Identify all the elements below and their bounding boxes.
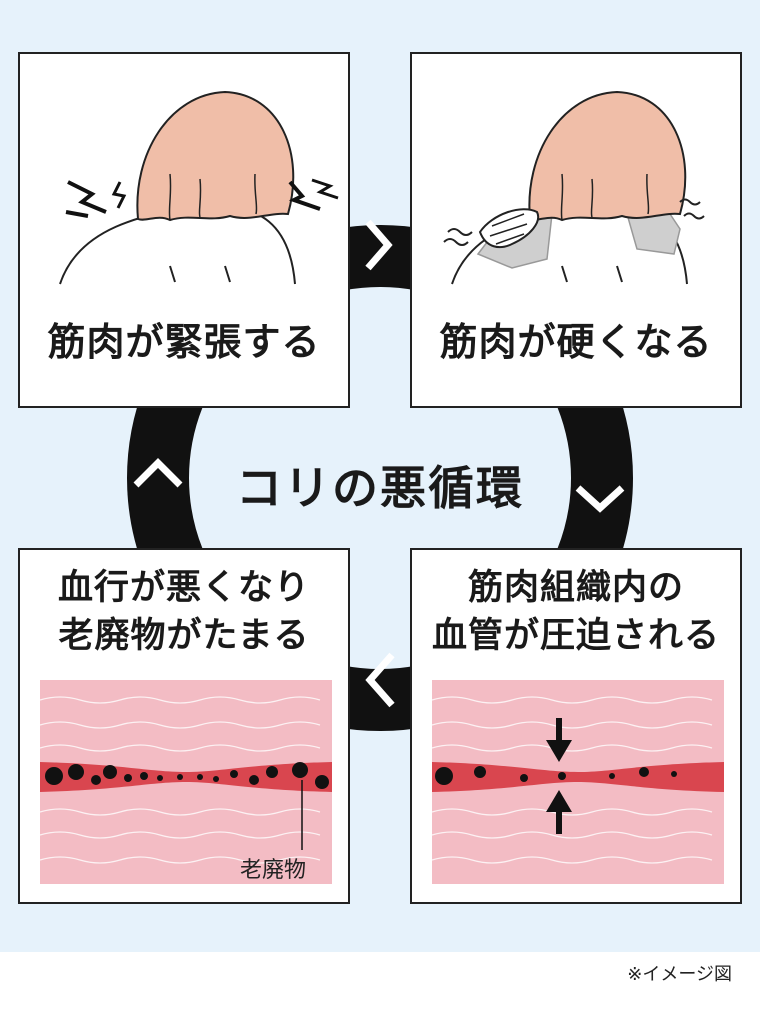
panel-muscle-stiffen: 筋肉が硬くなる: [410, 52, 742, 408]
panel-muscle-tension: 筋肉が緊張する: [18, 52, 350, 408]
footer-note: ※イメージ図: [627, 964, 732, 985]
panel-label-line1: 筋肉組織内の: [467, 568, 684, 608]
panel-waste-buildup: 血行が悪くなり 老廃物がたまる 老廃物: [18, 548, 350, 904]
vibration-icon: [443, 228, 473, 246]
vibration-icon: [679, 198, 705, 220]
waste-vessel-illustration: [39, 680, 332, 884]
lightning-icon: [65, 180, 127, 218]
panel-label: 筋肉が緊張する: [47, 320, 321, 364]
panel-label-line1: 血行が悪くなり: [57, 568, 310, 608]
panel-label-line2: 老廃物がたまる: [58, 616, 310, 656]
stiff-illustration: [443, 90, 705, 285]
panel-label-line2: 血管が圧迫される: [431, 616, 720, 656]
compress-arrows-icon: [546, 718, 572, 834]
cycle-title: コリの悪循環: [236, 461, 524, 515]
hand-icon: [478, 208, 540, 249]
blood-particles: [435, 766, 677, 785]
waste-annotation: 老廃物: [240, 858, 307, 883]
compressed-vessel-illustration: [431, 680, 724, 884]
waste-particles: [45, 762, 329, 789]
chevron-up-icon: [133, 458, 183, 488]
panel-label: 筋肉が硬くなる: [439, 320, 713, 364]
chevron-right-icon: [365, 219, 393, 271]
chevron-down-icon: [575, 485, 625, 513]
chevron-left-icon: [365, 652, 395, 708]
blood-vessel: [432, 762, 724, 792]
lightning-icon: [288, 178, 339, 211]
panel-vessel-compressed: 筋肉組織内の 血管が圧迫される: [410, 548, 742, 904]
tension-illustration: [59, 90, 339, 285]
